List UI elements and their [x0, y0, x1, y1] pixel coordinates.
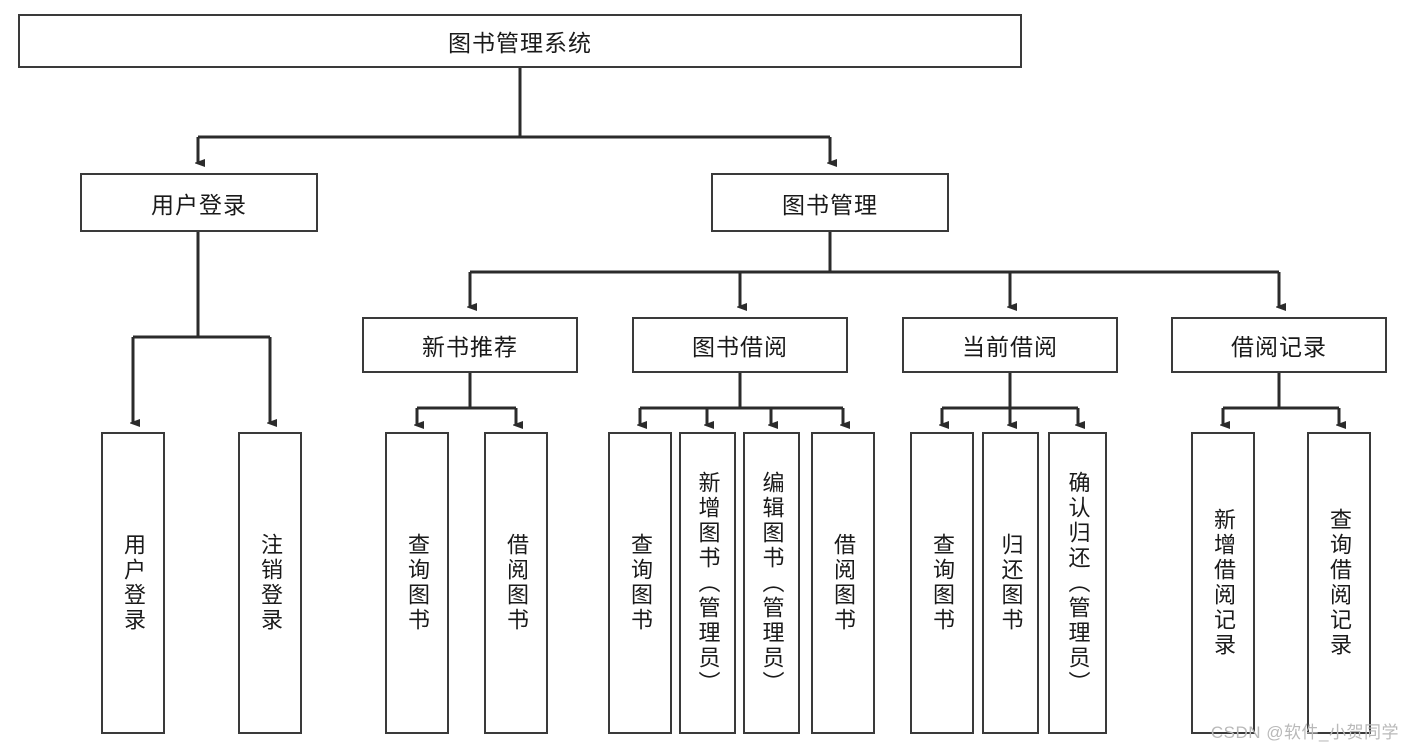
node-current-borrow[interactable]: 当前借阅	[902, 317, 1118, 373]
node-borrow-record[interactable]: 借阅记录	[1171, 317, 1387, 373]
node-book-manage[interactable]: 图书管理	[711, 173, 949, 232]
node-root[interactable]: 图书管理系统	[18, 14, 1022, 68]
leaf-query-book-3[interactable]: 查询图书	[910, 432, 974, 734]
leaf-logout-login[interactable]: 注销登录	[238, 432, 302, 734]
leaf-query-book-2[interactable]: 查询图书	[608, 432, 672, 734]
node-new-book-recommend[interactable]: 新书推荐	[362, 317, 578, 373]
leaf-label: 注销登录	[258, 533, 283, 633]
leaf-label: 查询图书	[628, 533, 653, 633]
leaf-add-book[interactable]: 新增图书（管理员）	[679, 432, 736, 734]
leaf-user-login[interactable]: 用户登录	[101, 432, 165, 734]
leaf-label: 新增借阅记录	[1211, 508, 1236, 658]
leaf-label: 确认归还（管理员）	[1065, 470, 1091, 696]
leaf-confirm-return[interactable]: 确认归还（管理员）	[1048, 432, 1107, 734]
leaf-label: 查询图书	[405, 533, 430, 633]
leaf-label: 编辑图书（管理员）	[759, 470, 785, 696]
node-user-login[interactable]: 用户登录	[80, 173, 318, 232]
watermark-text: CSDN @软件_小贺同学	[1210, 723, 1399, 742]
leaf-label: 借阅图书	[831, 533, 856, 633]
leaf-label: 归还图书	[998, 533, 1024, 633]
leaf-label: 查询借阅记录	[1327, 508, 1352, 658]
leaf-borrow-book-2[interactable]: 借阅图书	[811, 432, 875, 734]
leaf-borrow-book-1[interactable]: 借阅图书	[484, 432, 548, 734]
leaf-edit-book[interactable]: 编辑图书（管理员）	[743, 432, 800, 734]
leaf-label: 用户登录	[121, 533, 146, 633]
node-book-borrow[interactable]: 图书借阅	[632, 317, 848, 373]
leaf-return-book[interactable]: 归还图书	[982, 432, 1039, 734]
leaf-query-record[interactable]: 查询借阅记录	[1307, 432, 1371, 734]
leaf-add-record[interactable]: 新增借阅记录	[1191, 432, 1255, 734]
leaf-label: 查询图书	[930, 533, 955, 633]
leaf-label: 借阅图书	[504, 533, 529, 633]
leaf-label: 新增图书（管理员）	[695, 470, 721, 696]
leaf-query-book-1[interactable]: 查询图书	[385, 432, 449, 734]
